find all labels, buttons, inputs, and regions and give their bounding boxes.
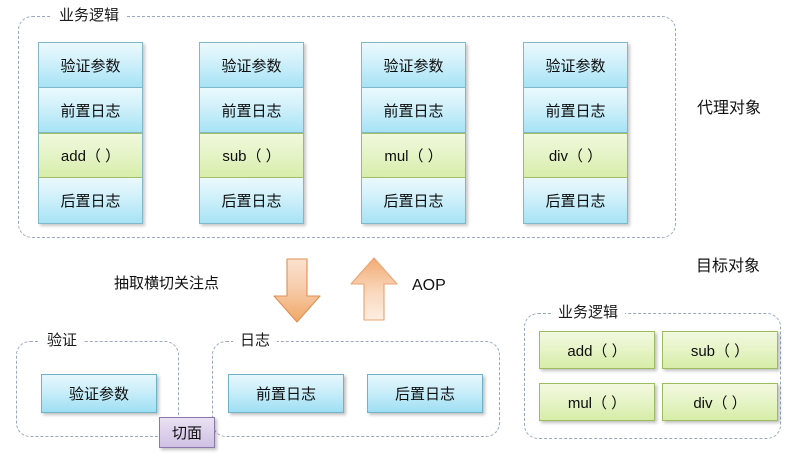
cell-after-log: 后置日志 (524, 178, 627, 223)
aop-label: AOP (412, 277, 446, 294)
target-method-div[interactable]: div（ ） (662, 383, 778, 421)
aspect-badge[interactable]: 切面 (159, 417, 215, 448)
log-group (212, 341, 500, 437)
cell-validate-params: 验证参数 (524, 43, 627, 88)
cell-before-log: 前置日志 (524, 88, 627, 133)
log-group-label: 日志 (233, 333, 278, 349)
proxy-method-column[interactable]: 验证参数 前置日志 add（ ） 后置日志 (38, 42, 143, 224)
target-method-mul[interactable]: mul（ ） (539, 383, 655, 421)
cell-validate-params: 验证参数 (200, 43, 303, 88)
proxy-method-column[interactable]: 验证参数 前置日志 mul（ ） 后置日志 (361, 42, 466, 224)
proxy-method-column[interactable]: 验证参数 前置日志 sub（ ） 后置日志 (199, 42, 304, 224)
cell-validate-params: 验证参数 (362, 43, 465, 88)
validation-group (16, 341, 179, 437)
cell-after-log: 后置日志 (362, 178, 465, 223)
cell-business-method: add（ ） (39, 133, 142, 178)
validation-group-label: 验证 (40, 333, 85, 349)
aspect-box-before-log[interactable]: 前置日志 (228, 374, 344, 413)
cell-after-log: 后置日志 (200, 178, 303, 223)
up-arrow-icon (348, 256, 400, 322)
cell-before-log: 前置日志 (362, 88, 465, 133)
proxy-method-column[interactable]: 验证参数 前置日志 div（ ） 后置日志 (523, 42, 628, 224)
target-object-side-label: 目标对象 (696, 258, 761, 275)
aspect-box-validate-params[interactable]: 验证参数 (41, 374, 157, 413)
cell-before-log: 前置日志 (39, 88, 142, 133)
extract-crosscutting-label: 抽取横切关注点 (114, 275, 220, 292)
proxy-object-side-label: 代理对象 (697, 100, 762, 117)
aspect-box-after-log[interactable]: 后置日志 (367, 374, 483, 413)
down-arrow-icon (272, 258, 322, 324)
cell-business-method: div（ ） (524, 133, 627, 178)
proxy-group-label: 业务逻辑 (52, 8, 127, 24)
target-method-add[interactable]: add（ ） (539, 331, 655, 369)
target-object-group (524, 313, 781, 439)
target-group-label: 业务逻辑 (551, 305, 626, 321)
cell-validate-params: 验证参数 (39, 43, 142, 88)
cell-after-log: 后置日志 (39, 178, 142, 223)
target-method-sub[interactable]: sub（ ） (662, 331, 778, 369)
cell-before-log: 前置日志 (200, 88, 303, 133)
proxy-object-group (18, 16, 676, 238)
cell-business-method: mul（ ） (362, 133, 465, 178)
cell-business-method: sub（ ） (200, 133, 303, 178)
